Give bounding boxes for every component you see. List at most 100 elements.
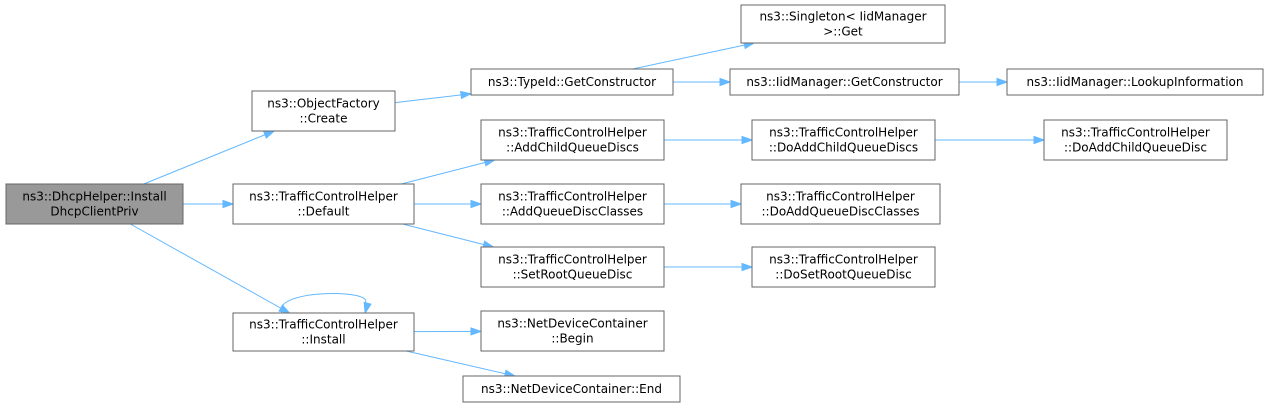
edge-arrowhead	[470, 327, 483, 336]
node-tch-doaddqueuediscclasses[interactable]: ns3::TrafficControlHelper::DoAddQueueDis…	[740, 183, 941, 225]
node-label-line: ::AddQueueDiscClasses	[502, 205, 643, 219]
node-box	[740, 4, 946, 44]
node-label-line: ns3::IidManager::GetConstructor	[746, 75, 942, 89]
edge-tch-default-to-tch-addqueuediscclasses	[414, 199, 483, 209]
node-singleton-get[interactable]: ns3::Singleton< IidManager>::Get	[740, 4, 946, 44]
node-label-line: ns3::TrafficControlHelper	[249, 318, 398, 332]
node-tch-doaddchildqueuedisc[interactable]: ns3::TrafficControlHelper::DoAddChildQue…	[1043, 119, 1228, 161]
node-label-line: ns3::ObjectFactory	[267, 97, 380, 111]
edge-arrowhead	[741, 135, 754, 145]
node-label-line: ns3::TypeId::GetConstructor	[488, 75, 656, 89]
edge-arrowhead	[460, 90, 473, 100]
node-label-line: ::SetRootQueueDisc	[513, 268, 633, 282]
edge-tch-setrootqueuedisc-to-tch-dosetrootqueuedisc	[664, 262, 754, 272]
node-label-line: ns3::TrafficControlHelper	[766, 190, 915, 204]
edge-tch-install-to-tch-install	[280, 293, 372, 315]
node-box	[462, 375, 681, 403]
edge-objectfactory-create-to-typeid-getconstructor	[394, 90, 473, 104]
node-tch-addchildqueuediscs[interactable]: ns3::TrafficControlHelper::AddChildQueue…	[480, 119, 665, 161]
edge-iidmanager-getconstructor-to-iidmanager-lookupinformation	[959, 77, 1009, 87]
node-label-line: ns3::NetDeviceContainer::End	[481, 382, 662, 396]
node-box	[232, 183, 415, 225]
node-label-line: ::AddChildQueueDiscs	[506, 141, 639, 155]
node-iidmanager-lookupinformation[interactable]: ns3::IidManager::LookupInformation	[1006, 68, 1264, 96]
edge-arrowhead	[1033, 135, 1046, 145]
node-label-line: ::DoAddQueueDiscClasses	[762, 205, 920, 219]
node-box	[5, 183, 184, 225]
node-box	[729, 68, 960, 96]
node-box	[480, 183, 665, 225]
edge-tch-doaddchildqueuediscs-to-tch-doaddchildqueuedisc	[935, 135, 1046, 145]
edge-root-to-tch-default	[183, 199, 235, 209]
node-label-line: ns3::TrafficControlHelper	[1061, 126, 1210, 140]
node-objectfactory-create[interactable]: ns3::ObjectFactory::Create	[251, 90, 396, 132]
node-box	[1006, 68, 1264, 96]
edge-line	[394, 93, 472, 104]
edge-typeid-getconstructor-to-singleton-get	[632, 41, 756, 70]
edge-line	[130, 223, 290, 314]
edge-tch-addchildqueuediscs-to-tch-doaddchildqueuediscs	[664, 135, 754, 145]
node-box	[1043, 119, 1228, 161]
node-label-line: ns3::TrafficControlHelper	[769, 126, 918, 140]
node-box	[751, 246, 936, 288]
edge-arrowhead	[262, 130, 276, 139]
node-tch-default[interactable]: ns3::TrafficControlHelper::Default	[232, 183, 415, 225]
edge-arrowhead	[278, 304, 291, 314]
edge-tch-default-to-tch-addchildqueuediscs	[401, 158, 497, 185]
edge-arrowhead	[719, 77, 732, 87]
edge-arrowhead	[470, 199, 483, 209]
node-iidmanager-getconstructor[interactable]: ns3::IidManager::GetConstructor	[729, 68, 960, 96]
nodes-layer: ns3::DhcpHelper::InstallDhcpClientPrivns…	[5, 4, 1264, 403]
node-box	[251, 90, 396, 132]
node-label-line: ns3::TrafficControlHelper	[249, 190, 398, 204]
edge-tch-install-to-ndc-begin	[413, 327, 483, 336]
node-label-line: ::DoAddChildQueueDiscs	[769, 141, 918, 155]
node-label-line: ::Install	[301, 333, 345, 347]
node-box	[480, 246, 665, 288]
edge-line	[143, 130, 275, 185]
node-label-line: ::Create	[300, 112, 348, 126]
node-label-line: ns3::Singleton< IidManager	[759, 10, 926, 24]
node-label-line: ::Default	[298, 205, 350, 219]
node-label-line: ::Begin	[551, 332, 593, 346]
edge-arrowhead	[222, 199, 235, 209]
edge-line	[406, 350, 516, 377]
edge-line	[632, 42, 755, 70]
node-tch-doaddchildqueuediscs[interactable]: ns3::TrafficControlHelper::DoAddChildQue…	[751, 119, 936, 161]
node-label-line: ns3::TrafficControlHelper	[498, 253, 647, 267]
node-label-line: ns3::IidManager::LookupInformation	[1027, 75, 1244, 89]
node-label-line: >::Get	[823, 25, 863, 39]
node-label-line: DhcpClientPriv	[50, 205, 138, 219]
edges-layer	[130, 41, 1046, 378]
node-label-line: ns3::TrafficControlHelper	[769, 253, 918, 267]
edge-tch-addqueuediscclasses-to-tch-doaddqueuediscclasses	[664, 199, 743, 209]
node-label-line: ::DoAddChildQueueDisc	[1064, 141, 1207, 155]
edge-typeid-getconstructor-to-iidmanager-getconstructor	[673, 77, 732, 87]
edge-arrowhead	[741, 262, 754, 272]
edge-arrowhead	[730, 199, 743, 209]
node-ndc-begin[interactable]: ns3::NetDeviceContainer::Begin	[480, 310, 665, 352]
edge-tch-default-to-tch-setrootqueuedisc	[402, 223, 495, 249]
node-typeid-getconstructor[interactable]: ns3::TypeId::GetConstructor	[470, 68, 674, 96]
node-box	[470, 68, 674, 96]
node-tch-install[interactable]: ns3::TrafficControlHelper::Install	[232, 312, 415, 352]
edge-line	[402, 223, 494, 248]
node-ndc-end[interactable]: ns3::NetDeviceContainer::End	[462, 375, 681, 403]
node-box	[480, 119, 665, 161]
edge-tch-install-to-ndc-end	[406, 350, 517, 378]
node-tch-addqueuediscclasses[interactable]: ns3::TrafficControlHelper::AddQueueDiscC…	[480, 183, 665, 225]
node-box	[740, 183, 941, 225]
node-label-line: ::DoSetRootQueueDisc	[775, 268, 911, 282]
node-box	[751, 119, 936, 161]
node-label-line: ns3::TrafficControlHelper	[498, 190, 647, 204]
node-label-line: ns3::DhcpHelper::Install	[22, 190, 166, 204]
node-label-line: ns3::NetDeviceContainer	[497, 317, 647, 331]
node-tch-dosetrootqueuedisc[interactable]: ns3::TrafficControlHelper::DoSetRootQueu…	[751, 246, 936, 288]
node-tch-setrootqueuedisc[interactable]: ns3::TrafficControlHelper::SetRootQueueD…	[480, 246, 665, 288]
node-box	[232, 312, 415, 352]
edge-arrowhead	[996, 77, 1009, 87]
edge-line	[280, 293, 367, 314]
edge-root-to-objectfactory-create	[143, 130, 276, 185]
